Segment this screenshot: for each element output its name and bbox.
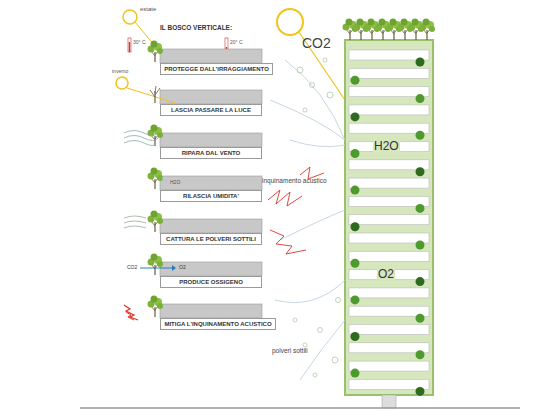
label-box: PROTEGGE DALL'IRRAGGIAMENTO	[160, 63, 273, 75]
air-flow	[270, 60, 345, 380]
tower-base	[382, 395, 396, 408]
label-text: PROTEGGE DALL'IRRAGGIAMENTO	[164, 66, 269, 72]
floor-slab	[349, 361, 429, 371]
label-box: MITIGA L'INQUINAMENTO ACUSTICO	[160, 318, 276, 330]
text-label: estate	[140, 6, 156, 12]
balcony-tree	[416, 277, 425, 286]
balcony-tree	[416, 58, 425, 67]
floor-slab	[349, 251, 429, 261]
balcony-tree	[351, 295, 360, 304]
wind-lines	[124, 131, 158, 146]
label-text: PRODUCE OSSIGENO	[179, 279, 243, 285]
tower	[345, 40, 433, 395]
dust-lines	[124, 216, 146, 228]
text-label: CO2	[127, 265, 137, 270]
balcony-tree	[416, 167, 425, 176]
balcony-tree	[351, 332, 360, 341]
label-box: RILASCIA UMIDITA'	[160, 190, 262, 202]
floor-slab	[349, 233, 429, 243]
label-text: CATTURA LE POLVERI SOTTILI	[166, 236, 256, 242]
balcony-tree	[416, 204, 425, 213]
building-slab	[160, 49, 262, 318]
text-label: inquinamento acustico	[262, 178, 327, 185]
label-box: CATTURA LE POLVERI SOTTILI	[160, 233, 262, 245]
floor-slab	[349, 379, 429, 389]
floor-slab	[349, 87, 429, 97]
floor-slab	[349, 343, 429, 353]
balcony-tree	[351, 149, 360, 158]
tower-box: H2O O2	[345, 40, 433, 395]
balcony-tree	[416, 241, 425, 250]
balcony-tree	[351, 369, 360, 378]
sun-icon	[123, 10, 137, 24]
label-text: MITIGA L'INQUINAMENTO ACUSTICO	[164, 321, 271, 327]
balcony-tree	[351, 186, 360, 195]
tower-label: H2O	[373, 140, 400, 153]
noise-zigzag	[124, 305, 138, 320]
label-box: LASCIA PASSARE LA LUCE	[160, 104, 262, 116]
ground-line	[80, 407, 520, 409]
label-box: PRODUCE OSSIGENO	[160, 276, 262, 288]
floor-slab	[349, 68, 429, 78]
sun-icon	[277, 9, 303, 35]
label-box: RIPARA DAL VENTO	[160, 147, 262, 159]
floor-slab	[349, 123, 429, 133]
label-text: RILASCIA UMIDITA'	[183, 193, 239, 199]
text-label: H2O	[170, 180, 180, 185]
label-text: RIPARA DAL VENTO	[182, 150, 240, 156]
floor-slab	[349, 215, 429, 225]
text-label: CO2	[302, 36, 331, 50]
balcony-tree	[416, 94, 425, 103]
floor-slab	[349, 160, 429, 170]
floor-slab	[349, 196, 429, 206]
floor-slab	[349, 105, 429, 115]
water-drops	[162, 177, 167, 182]
balcony-tree	[351, 112, 360, 121]
floor-slab	[349, 325, 429, 335]
balcony-tree	[416, 350, 425, 359]
balcony-tree	[416, 387, 425, 396]
text-label: 30° C	[133, 40, 146, 45]
thermometer	[128, 38, 131, 52]
tower-label: O2	[377, 268, 395, 281]
sun-icon	[116, 77, 128, 89]
sun-ray	[127, 88, 175, 103]
balcony-tree	[416, 131, 425, 140]
balcony-tree	[351, 222, 360, 231]
balcony-tree	[351, 259, 360, 268]
text-label: O2	[179, 265, 186, 270]
particle-dots	[293, 58, 341, 377]
floor-slab	[349, 50, 429, 60]
flow-arrow	[140, 268, 172, 269]
text-label: inverno	[112, 69, 128, 74]
floor-slab	[349, 288, 429, 298]
label-text: LASCIA PASSARE LA LUCE	[171, 107, 251, 113]
floor-slab	[349, 178, 429, 188]
balcony-tree	[351, 76, 360, 85]
text-label: IL BOSCO VERTICALE:	[160, 25, 232, 32]
text-label: 20° C	[230, 40, 243, 45]
floor-slab	[349, 306, 429, 316]
balcony-tree	[416, 314, 425, 323]
text-label: polveri sottili	[272, 348, 308, 355]
